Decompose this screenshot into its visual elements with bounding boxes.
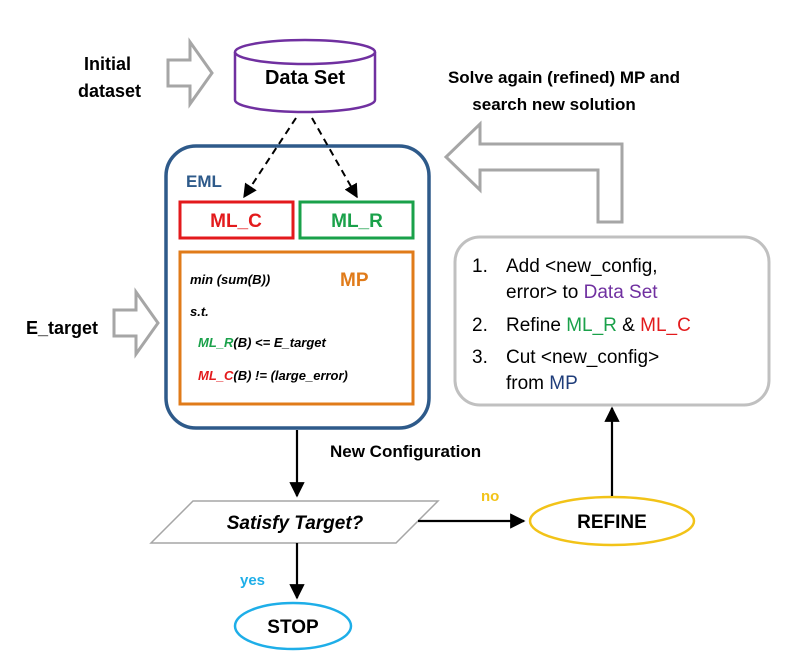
no-label: no (481, 488, 499, 505)
mp-title: MP (340, 270, 369, 291)
stop-label: STOP (267, 617, 319, 638)
step-1-dataset: Data Set (584, 282, 659, 303)
solve-again-label-line2: search new solution (472, 95, 635, 114)
ml-c-label: ML_C (210, 211, 262, 232)
initial-dataset-label-line2: dataset (78, 81, 141, 101)
refine-steps-box (453, 235, 771, 407)
step-3-text: from (506, 373, 549, 394)
dashed-arrow-to-ml-c (243, 117, 297, 199)
step-2-number: 2. (472, 315, 488, 336)
step-1-line1: Add <new_config, (506, 256, 658, 277)
step-2-line1: Refine ML_R & ML_C (506, 315, 691, 336)
satisfy-target-decision (149, 500, 440, 544)
mp-constraint-ml-c: ML_C(B) != (large_error) (198, 368, 348, 383)
refine-label: REFINE (577, 512, 647, 533)
mp-constraint-ml-r-name: ML_R (198, 335, 234, 350)
mp-constraint-ml-c-name: ML_C (198, 368, 234, 383)
mp-subject-to: s.t. (190, 304, 209, 319)
mp-objective: min (sum(B)) (190, 272, 270, 287)
step-1-line2: error> to Data Set (506, 282, 658, 303)
step-2-amp: & (617, 315, 640, 336)
stop-node (233, 601, 353, 651)
feedback-hollow-arrow (443, 120, 624, 224)
eml-label: EML (186, 172, 222, 191)
new-configuration-label: New Configuration (330, 442, 481, 461)
dashed-arrow-to-ml-r (311, 117, 358, 199)
step-3-mp: MP (549, 373, 578, 394)
initial-dataset-label-line1: Initial (84, 54, 131, 74)
step-3-line1: Cut <new_config> (506, 347, 659, 368)
refine-node (528, 495, 696, 547)
step-2-text: Refine (506, 315, 566, 336)
initial-dataset-hollow-arrow (166, 37, 214, 109)
step-2-ml-c: ML_C (640, 315, 691, 336)
ml-r-box (298, 200, 415, 240)
step-3-line2: from MP (506, 373, 578, 394)
e-target-hollow-arrow (112, 287, 160, 359)
satisfy-target-label: Satisfy Target? (227, 513, 364, 534)
mp-box (178, 250, 415, 406)
solve-again-label-line1: Solve again (refined) MP and (448, 68, 680, 87)
refine-steps-list: 1. Add <new_config, error> to Data Set 2… (472, 256, 691, 394)
yes-label: yes (240, 572, 265, 589)
mp-constraint-ml-r: ML_R(B) <= E_target (198, 335, 327, 350)
ml-c-box (178, 200, 295, 240)
mp-constraint-ml-c-expr: (B) != (large_error) (233, 368, 348, 383)
step-1-number: 1. (472, 256, 488, 277)
step-3-number: 3. (472, 347, 488, 368)
data-set-cylinder (233, 38, 377, 114)
step-2-ml-r: ML_R (566, 315, 617, 336)
step-1-text: error> to (506, 282, 584, 303)
data-set-label: Data Set (265, 67, 345, 89)
e-target-label: E_target (26, 318, 98, 338)
mp-constraint-ml-r-expr: (B) <= E_target (233, 335, 326, 350)
ml-r-label: ML_R (331, 211, 383, 232)
